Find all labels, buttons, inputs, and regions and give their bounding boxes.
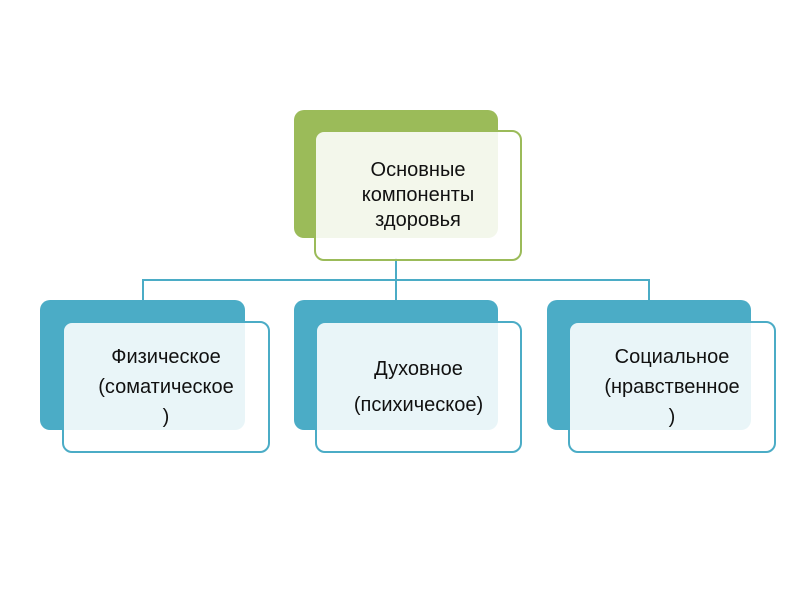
connector-center xyxy=(395,279,397,301)
connector-right xyxy=(648,279,650,301)
child-node-spiritual: Духовное (психическое) xyxy=(315,321,522,453)
child-line: (нравственное xyxy=(604,376,740,398)
child-line: ) xyxy=(668,406,676,428)
child-line: (психическое) xyxy=(353,394,484,416)
child-line: ) xyxy=(162,406,170,428)
root-line: Основные xyxy=(370,159,466,181)
child-line: Физическое xyxy=(111,346,221,368)
child-line: Духовное xyxy=(374,358,463,380)
child-line: (соматическое xyxy=(98,376,234,398)
connector-trunk xyxy=(395,258,397,280)
child-line: Социальное xyxy=(614,346,730,368)
root-node: Основные компоненты здоровья xyxy=(314,130,522,261)
root-line: здоровья xyxy=(375,209,461,231)
child-node-social: Социальное (нравственное ) xyxy=(568,321,776,453)
child-node-physical: Физическое (соматическое ) xyxy=(62,321,270,453)
connector-left xyxy=(142,279,144,301)
root-line: компоненты xyxy=(361,184,475,206)
